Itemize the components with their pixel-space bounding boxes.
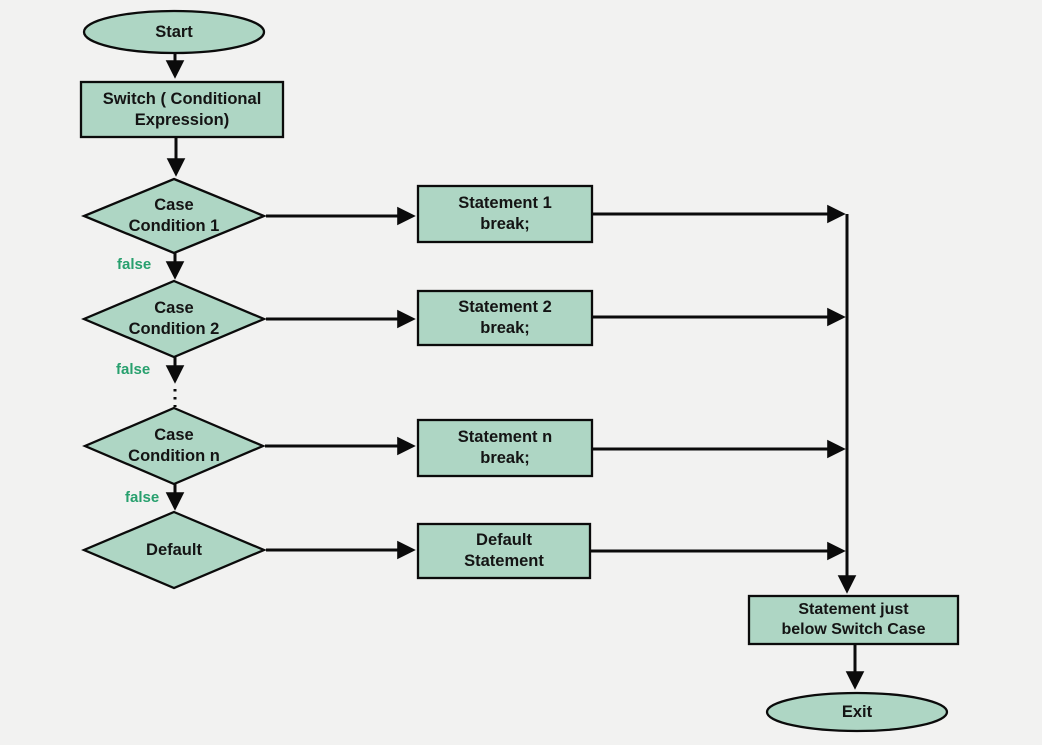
statementn-node <box>416 418 594 478</box>
belowswitch-node <box>747 594 960 646</box>
default-node <box>81 510 267 590</box>
statement1-node <box>416 184 594 244</box>
exit-node <box>765 691 949 733</box>
case2-node <box>81 279 267 359</box>
start-node <box>82 9 266 55</box>
switch-node <box>79 80 285 139</box>
statement2-node <box>416 289 594 347</box>
case1-node <box>80 177 268 255</box>
defaultstatement-node <box>416 522 592 580</box>
casen-node <box>82 406 266 486</box>
